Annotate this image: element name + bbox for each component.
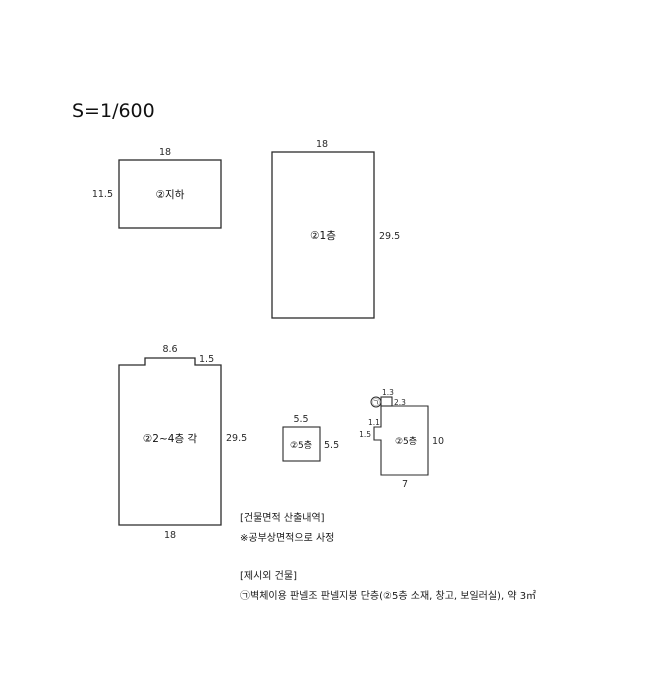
floor5-annex-outline	[380, 396, 393, 407]
floor5-large-bottom-dimension: 7	[402, 479, 408, 490]
floor5-small-outline	[282, 426, 321, 462]
floor1-width-dimension: 18	[316, 139, 328, 150]
notes-area-calculation: [건물면적 산출내역] ※공부상면적으로 사정	[240, 512, 334, 544]
basement-height-dimension: 11.5	[92, 189, 113, 200]
floor1-height-dimension: 29.5	[379, 231, 400, 242]
floor5-large-room-label: ②5층	[395, 436, 417, 447]
floor5-small-top-dimension: 5.5	[293, 414, 308, 425]
floor5-annex-mark: ㉠	[372, 398, 380, 407]
figure-floor5-small: 5.5 5.5 ②5층	[282, 414, 339, 462]
area-calc-heading: [건물면적 산출내역]	[240, 512, 325, 524]
basement-width-dimension: 18	[159, 147, 171, 158]
figure-floor5-large: ㉠ 1.3 2.3 1.1 1.5 10 7 ②5층	[359, 388, 444, 490]
floor2to4-right-dimension: 29.5	[226, 433, 247, 444]
area-calc-line: ※공부상면적으로 사정	[240, 532, 334, 544]
floor2to4-room-label: ②2~4층 각	[143, 433, 198, 445]
scale-label: S=1/600	[72, 100, 155, 122]
floor5-large-right-dimension: 10	[432, 436, 444, 447]
floor5-annex-top-dimension: 1.3	[382, 388, 394, 397]
floor5-annex-side-dimension: 2.3	[394, 398, 406, 407]
floor5-small-right-dimension: 5.5	[324, 440, 339, 451]
figure-floor1: 18 29.5 ②1층	[271, 139, 400, 319]
floor5-notch-dimension-a: 1.1	[368, 418, 380, 427]
floor2to4-outline	[118, 357, 222, 526]
basement-outline	[118, 159, 222, 229]
notes-extra-building: [제시외 건물] ㉠벽체이용 판넬조 판넬지붕 단층(②5층 소재, 창고, 보…	[240, 570, 536, 602]
basement-room-label: ②지하	[156, 188, 185, 201]
floor5-notch-dimension-b: 1.5	[359, 430, 371, 439]
floor2to4-bottom-dimension: 18	[164, 530, 176, 541]
floor5-large-outline	[373, 405, 429, 476]
annex-circle-icon	[370, 396, 382, 408]
figure-basement: 18 11.5 ②지하	[92, 147, 222, 229]
figure-floor2to4: 8.6 1.5 29.5 18 ②2~4층 각	[118, 344, 247, 541]
floor1-room-label: ②1층	[310, 230, 336, 242]
floor2to4-top-dimension-a: 8.6	[162, 344, 177, 355]
extra-building-heading: [제시외 건물]	[240, 570, 297, 582]
extra-building-line: ㉠벽체이용 판넬조 판넬지붕 단층(②5층 소재, 창고, 보일러실), 약 3…	[240, 590, 536, 602]
floor2to4-top-dimension-b: 1.5	[199, 354, 214, 365]
floor5-small-room-label: ②5층	[290, 440, 312, 451]
floor1-outline	[271, 151, 375, 319]
